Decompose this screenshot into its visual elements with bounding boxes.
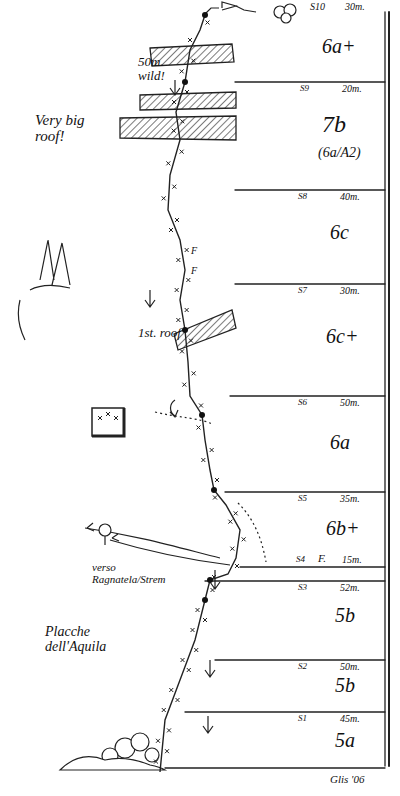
belay-station	[182, 327, 188, 333]
belay-number: S3	[298, 583, 307, 592]
pitch-length: 50m.	[340, 398, 360, 409]
topo-note: 5a	[335, 730, 355, 751]
topo-note: F	[191, 246, 197, 257]
pitch-length: 20m.	[342, 84, 362, 95]
belay-number: S6	[298, 398, 307, 407]
topo-note: 5b	[335, 605, 355, 626]
pitch-length: 35m.	[340, 494, 360, 505]
topo-note: (6a/A2)	[318, 146, 361, 161]
topo-note: 5b	[335, 675, 355, 696]
topo-note: F.	[318, 553, 326, 565]
topo-note: Glis '06	[330, 774, 364, 786]
pitch-length: 15m.	[342, 555, 362, 566]
belay-number: S2	[298, 662, 307, 671]
pitch-length: 30m.	[340, 286, 360, 297]
pitch-length: 50m.	[340, 662, 360, 673]
topo-note: 7b	[322, 112, 346, 137]
belay-number: S5	[298, 494, 307, 503]
roofs	[120, 44, 236, 350]
topo-note: 50m. wild!	[138, 55, 193, 82]
route-extras	[18, 2, 266, 733]
trees	[60, 4, 296, 770]
belay-station	[202, 12, 208, 18]
belay-number: S4	[296, 555, 305, 564]
topo-note: 1st. roof	[138, 326, 188, 340]
belay-station	[202, 597, 208, 603]
pitch-length: 30m.	[345, 2, 365, 13]
belay-station	[211, 487, 217, 493]
topo-note: 6c	[330, 222, 349, 243]
topo-note: 6a+	[322, 36, 356, 57]
belay-number: S1	[298, 714, 307, 723]
topo-note: Very big roof!	[35, 113, 115, 145]
bolt-marks	[98, 21, 246, 764]
belay-number: S7	[298, 286, 307, 295]
belay-number: S9	[300, 84, 309, 93]
pitch-length: 52m.	[340, 583, 360, 594]
topo-note: Placche dell'Aquila	[45, 625, 125, 654]
topo-note: 6b+	[326, 518, 360, 539]
belay-station	[207, 577, 213, 583]
pitch-length: 40m.	[340, 192, 360, 203]
belay-number: S8	[298, 192, 307, 201]
belay-station	[182, 79, 188, 85]
route-line	[98, 12, 246, 772]
belay-number: S10	[310, 2, 325, 13]
pitch-length: 45m.	[340, 714, 360, 725]
topo-note: 6a	[330, 432, 350, 453]
topo-note: 6c+	[326, 326, 358, 347]
topo-note: F	[191, 266, 197, 277]
belay-station	[199, 412, 205, 418]
topo-note: verso Ragnatela/Strem	[92, 562, 172, 585]
